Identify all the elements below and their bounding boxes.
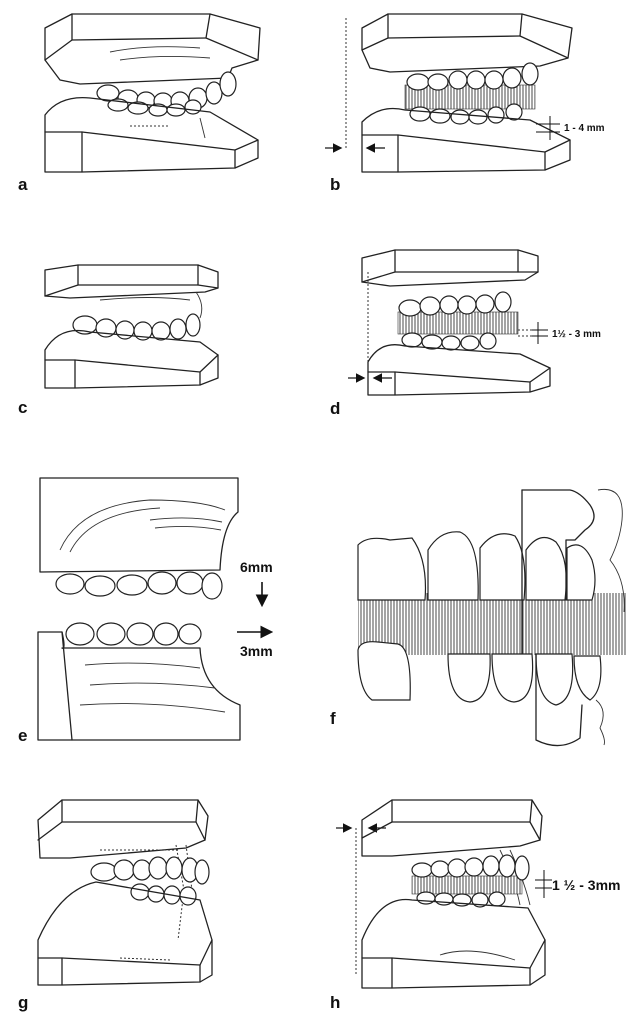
panel-e-vertical-move: 6mm: [240, 559, 273, 575]
panel-b-model: [325, 14, 572, 172]
panel-g-model: [38, 800, 212, 985]
panel-h-measurement: 1 ½ - 3mm: [552, 877, 620, 893]
panel-d-measurement: 1½ - 3 mm: [552, 329, 601, 340]
panel-f-model: [358, 489, 626, 745]
panel-e-model: [38, 478, 270, 740]
panel-c-label: c: [18, 398, 27, 417]
panel-b-measurement: 1 - 4 mm: [564, 123, 605, 134]
panel-e-label: e: [18, 726, 27, 745]
panel-e-horizontal-move: 3mm: [240, 643, 273, 659]
panel-g-label: g: [18, 993, 28, 1012]
panel-c-model: [45, 265, 218, 388]
panel-d-label: d: [330, 399, 340, 418]
panel-h-label: h: [330, 993, 340, 1012]
panel-a-label: a: [18, 175, 28, 194]
panel-d-model: [348, 250, 550, 395]
panel-f-label: f: [330, 709, 336, 728]
panel-a-model: [45, 14, 260, 172]
panel-h-model: [336, 800, 552, 988]
panel-b-label: b: [330, 175, 340, 194]
